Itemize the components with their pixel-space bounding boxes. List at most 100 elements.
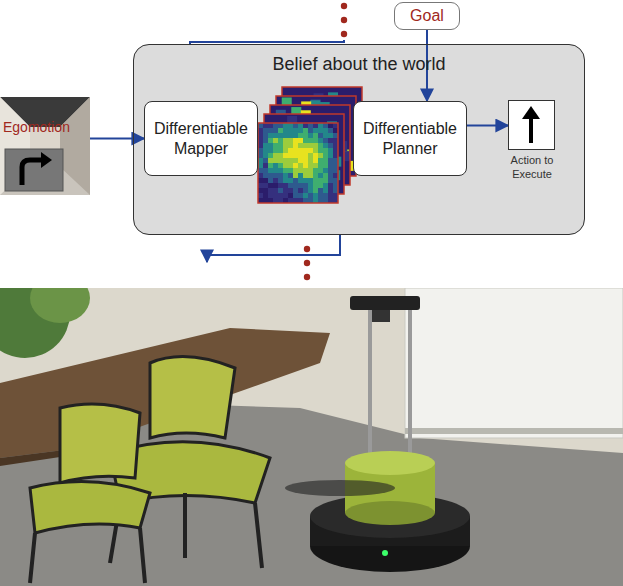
map-cell — [328, 188, 333, 193]
map-cell — [313, 168, 318, 173]
map-cell — [283, 148, 288, 153]
map-cell — [298, 163, 303, 168]
map-cell — [318, 128, 323, 133]
map-cell — [268, 163, 273, 168]
map-cell — [283, 158, 288, 163]
map-cell — [328, 193, 333, 198]
map-cell — [283, 183, 288, 188]
map-cell — [283, 193, 288, 198]
map-cell — [288, 133, 293, 138]
map-cell — [318, 143, 323, 148]
map-cell — [273, 193, 278, 198]
map-cell — [273, 148, 278, 153]
egomotion-label: Egomotion — [3, 119, 70, 135]
map-cell — [278, 178, 283, 183]
map-cell — [268, 158, 273, 163]
map-cell — [323, 138, 328, 143]
map-cell — [298, 193, 303, 198]
map-cell — [293, 153, 298, 158]
map-cell — [323, 193, 328, 198]
map-cell — [263, 163, 268, 168]
map-cell — [263, 158, 268, 163]
map-cell — [278, 153, 283, 158]
map-cell — [313, 183, 318, 188]
map-cell — [293, 188, 298, 193]
map-ground — [258, 123, 338, 203]
dot — [304, 274, 310, 280]
map-cell — [328, 138, 333, 143]
map-border — [264, 114, 344, 194]
map-cell — [328, 148, 333, 153]
map-cell — [303, 148, 308, 153]
map-cell — [263, 193, 268, 198]
map-cell — [263, 133, 268, 138]
map-cell — [323, 183, 328, 188]
map-cell — [268, 178, 273, 183]
map-cell — [283, 173, 288, 178]
map-cell — [268, 138, 273, 143]
photo-ground — [0, 97, 90, 195]
arrow-connector — [90, 138, 144, 140]
map-cell — [278, 133, 283, 138]
map-cell — [278, 163, 283, 168]
map-cell — [303, 158, 308, 163]
map-layer — [264, 114, 344, 194]
map-cell — [313, 133, 318, 138]
planner-label: Differentiable Planner — [354, 119, 466, 157]
goal-box: Goal — [394, 2, 460, 30]
map-cell — [263, 143, 268, 148]
map-cell — [288, 173, 293, 178]
map-ground — [264, 114, 344, 194]
map-cell — [268, 193, 273, 198]
map-cell — [308, 133, 313, 138]
map-cell — [283, 138, 288, 143]
map-cell — [268, 128, 273, 133]
map-cell — [268, 148, 273, 153]
egomotion-image: Egomotion — [0, 97, 90, 195]
map-cell — [273, 173, 278, 178]
map-cell — [313, 173, 318, 178]
map-cell — [288, 193, 293, 198]
robot-photo — [0, 288, 623, 586]
map-cell — [302, 173, 312, 183]
map-cell — [328, 163, 333, 168]
map-cell — [293, 178, 298, 183]
map-cell — [278, 193, 283, 198]
map-cell — [273, 143, 278, 148]
map-cell — [293, 193, 298, 198]
map-cell — [323, 178, 328, 183]
map-cell — [278, 143, 283, 148]
map-cell — [263, 188, 268, 193]
map-cell — [323, 143, 328, 148]
map-cell — [318, 148, 323, 153]
map-cell — [293, 158, 298, 163]
map-cell — [278, 188, 283, 193]
map-cell — [313, 143, 318, 148]
map-cell — [293, 173, 298, 178]
map-cell — [303, 133, 308, 138]
turn-icon — [5, 149, 63, 191]
map-cell — [273, 183, 278, 188]
map-cell — [318, 158, 323, 163]
map-cell — [313, 148, 318, 153]
map-cell — [283, 188, 288, 193]
map-cell — [308, 173, 313, 178]
map-cell — [263, 178, 268, 183]
map-cell — [268, 153, 273, 158]
map-cell — [288, 178, 293, 183]
map-cell — [293, 133, 298, 138]
map-cell — [293, 143, 298, 148]
map-cell — [283, 178, 288, 183]
map-cell — [328, 178, 333, 183]
map-cell — [323, 173, 328, 178]
map-cell — [288, 183, 293, 188]
map-cell — [293, 168, 298, 173]
map-cell — [283, 128, 288, 133]
map-cell — [318, 133, 323, 138]
map-cell — [278, 138, 283, 143]
goal-label: Goal — [410, 7, 444, 25]
map-cell — [298, 173, 303, 178]
action-label: Action to Execute — [492, 154, 572, 182]
map-cell — [318, 193, 323, 198]
map-cell — [308, 168, 313, 173]
